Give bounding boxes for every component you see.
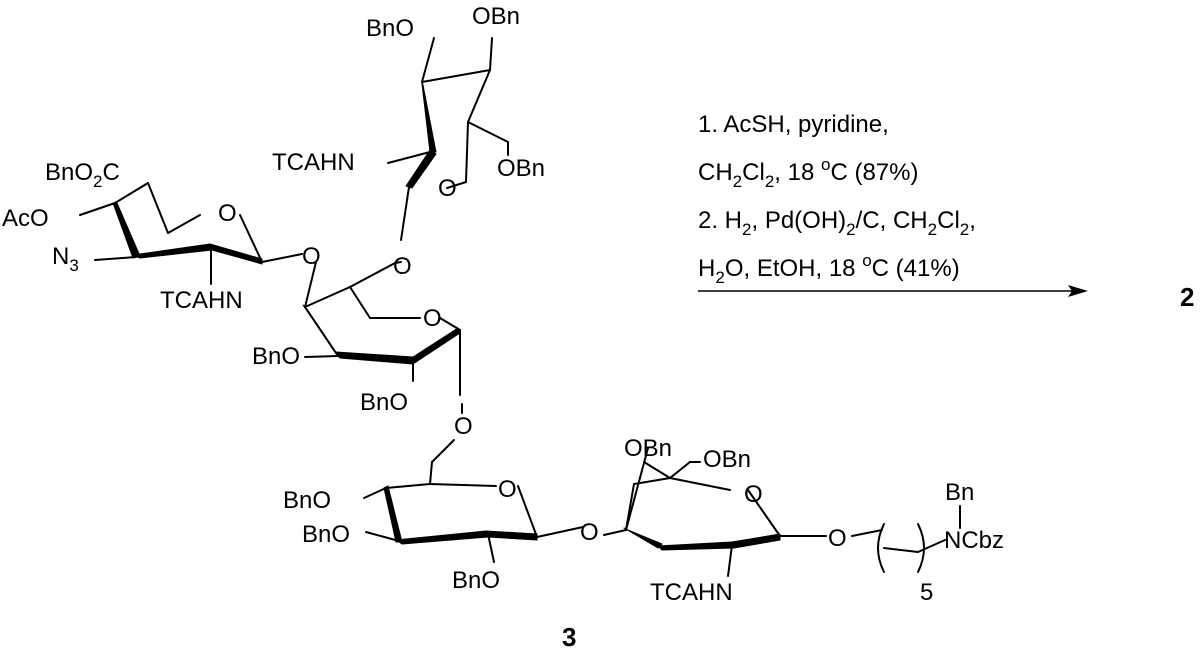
- tcahn-gluA: TCAHN: [160, 287, 243, 314]
- oBn-6-top: OBn: [497, 155, 545, 182]
- compound-number-start: 3: [562, 622, 576, 652]
- bnO-glc-3: BnO: [302, 521, 350, 548]
- ring-top-glcntca: [387, 37, 509, 241]
- bn-n-label: Bn: [945, 479, 974, 506]
- o-link-top-gal: O: [393, 253, 412, 280]
- ring-bottom-glc: [363, 439, 584, 563]
- reaction-arrow: [698, 285, 1088, 297]
- ring-left-glca: [79, 182, 303, 285]
- linker-repeat: 5: [920, 579, 933, 606]
- oBn-galn-6: OBn: [703, 446, 751, 473]
- condition-step2-line1: 2. H2, Pd(OH)2/C, CH2Cl2,: [698, 207, 976, 239]
- o-link-gal-glc: O: [454, 413, 473, 440]
- acO-label: AcO: [2, 205, 49, 232]
- oBn-galn-4: OBn: [624, 435, 672, 462]
- tcahn-top: TCAHN: [272, 149, 355, 176]
- compound-number-product: 2: [1180, 282, 1194, 312]
- bnO2C-label: BnO2C: [45, 159, 120, 191]
- bnO-top-left: BnO: [366, 15, 414, 42]
- o-ring-gluA: O: [218, 200, 237, 227]
- tcahn-galn: TCAHN: [650, 579, 733, 606]
- o-link-linker: O: [828, 525, 847, 552]
- ncbz-label: NCbz: [944, 527, 1004, 554]
- o-ring-top: O: [438, 175, 457, 202]
- o-ring-glc: O: [498, 476, 517, 503]
- o-ring-gal: O: [423, 305, 442, 332]
- bnO-glc-2: BnO: [452, 567, 500, 594]
- ring-bottom-galntca: [603, 447, 827, 577]
- oBn-top-right: OBn: [472, 3, 520, 30]
- o-ring-galn: O: [744, 481, 763, 508]
- o-link-gluA-gal: O: [302, 243, 321, 270]
- condition-step2-line2: H2O, EtOH, 18 oC (41%): [698, 251, 960, 287]
- ring-center-gal: [302, 261, 463, 414]
- linker-chain: [851, 505, 961, 573]
- n3-label: N3: [52, 243, 79, 275]
- condition-step1-line1: 1. AcSH, pyridine,: [698, 111, 889, 138]
- bnO-glc-4: BnO: [283, 487, 331, 514]
- o-link-glc-galn: O: [580, 519, 599, 546]
- condition-step1-line2: CH2Cl2, 18 oC (87%): [698, 155, 918, 191]
- bnO-gal-2: BnO: [360, 389, 408, 416]
- bnO-gal-3: BnO: [252, 343, 300, 370]
